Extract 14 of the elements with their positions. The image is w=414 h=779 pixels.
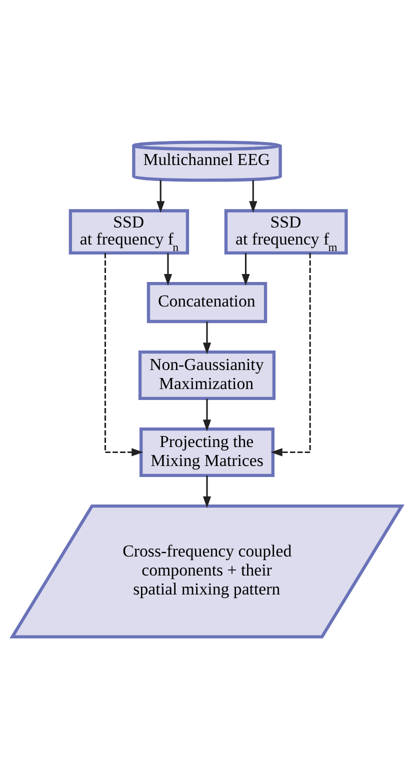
node-box: Projecting the Mixing Matrices [140, 427, 274, 478]
arrow [202, 398, 212, 432]
arrow [164, 253, 172, 286]
node-box: Non-Gaussianity Maximization [138, 350, 276, 400]
arrow [202, 322, 212, 354]
arrow [270, 252, 311, 456]
arrow [156, 180, 165, 213]
arrow [242, 253, 250, 286]
node-box: SSD at frequency f$_{m}$ [224, 209, 348, 255]
arrow [104, 252, 144, 456]
node-box: SSD at frequency f$_{n}$ [68, 209, 190, 255]
arrow [202, 476, 212, 508]
arrow [249, 180, 258, 213]
node-box: Concatenation [146, 282, 268, 324]
